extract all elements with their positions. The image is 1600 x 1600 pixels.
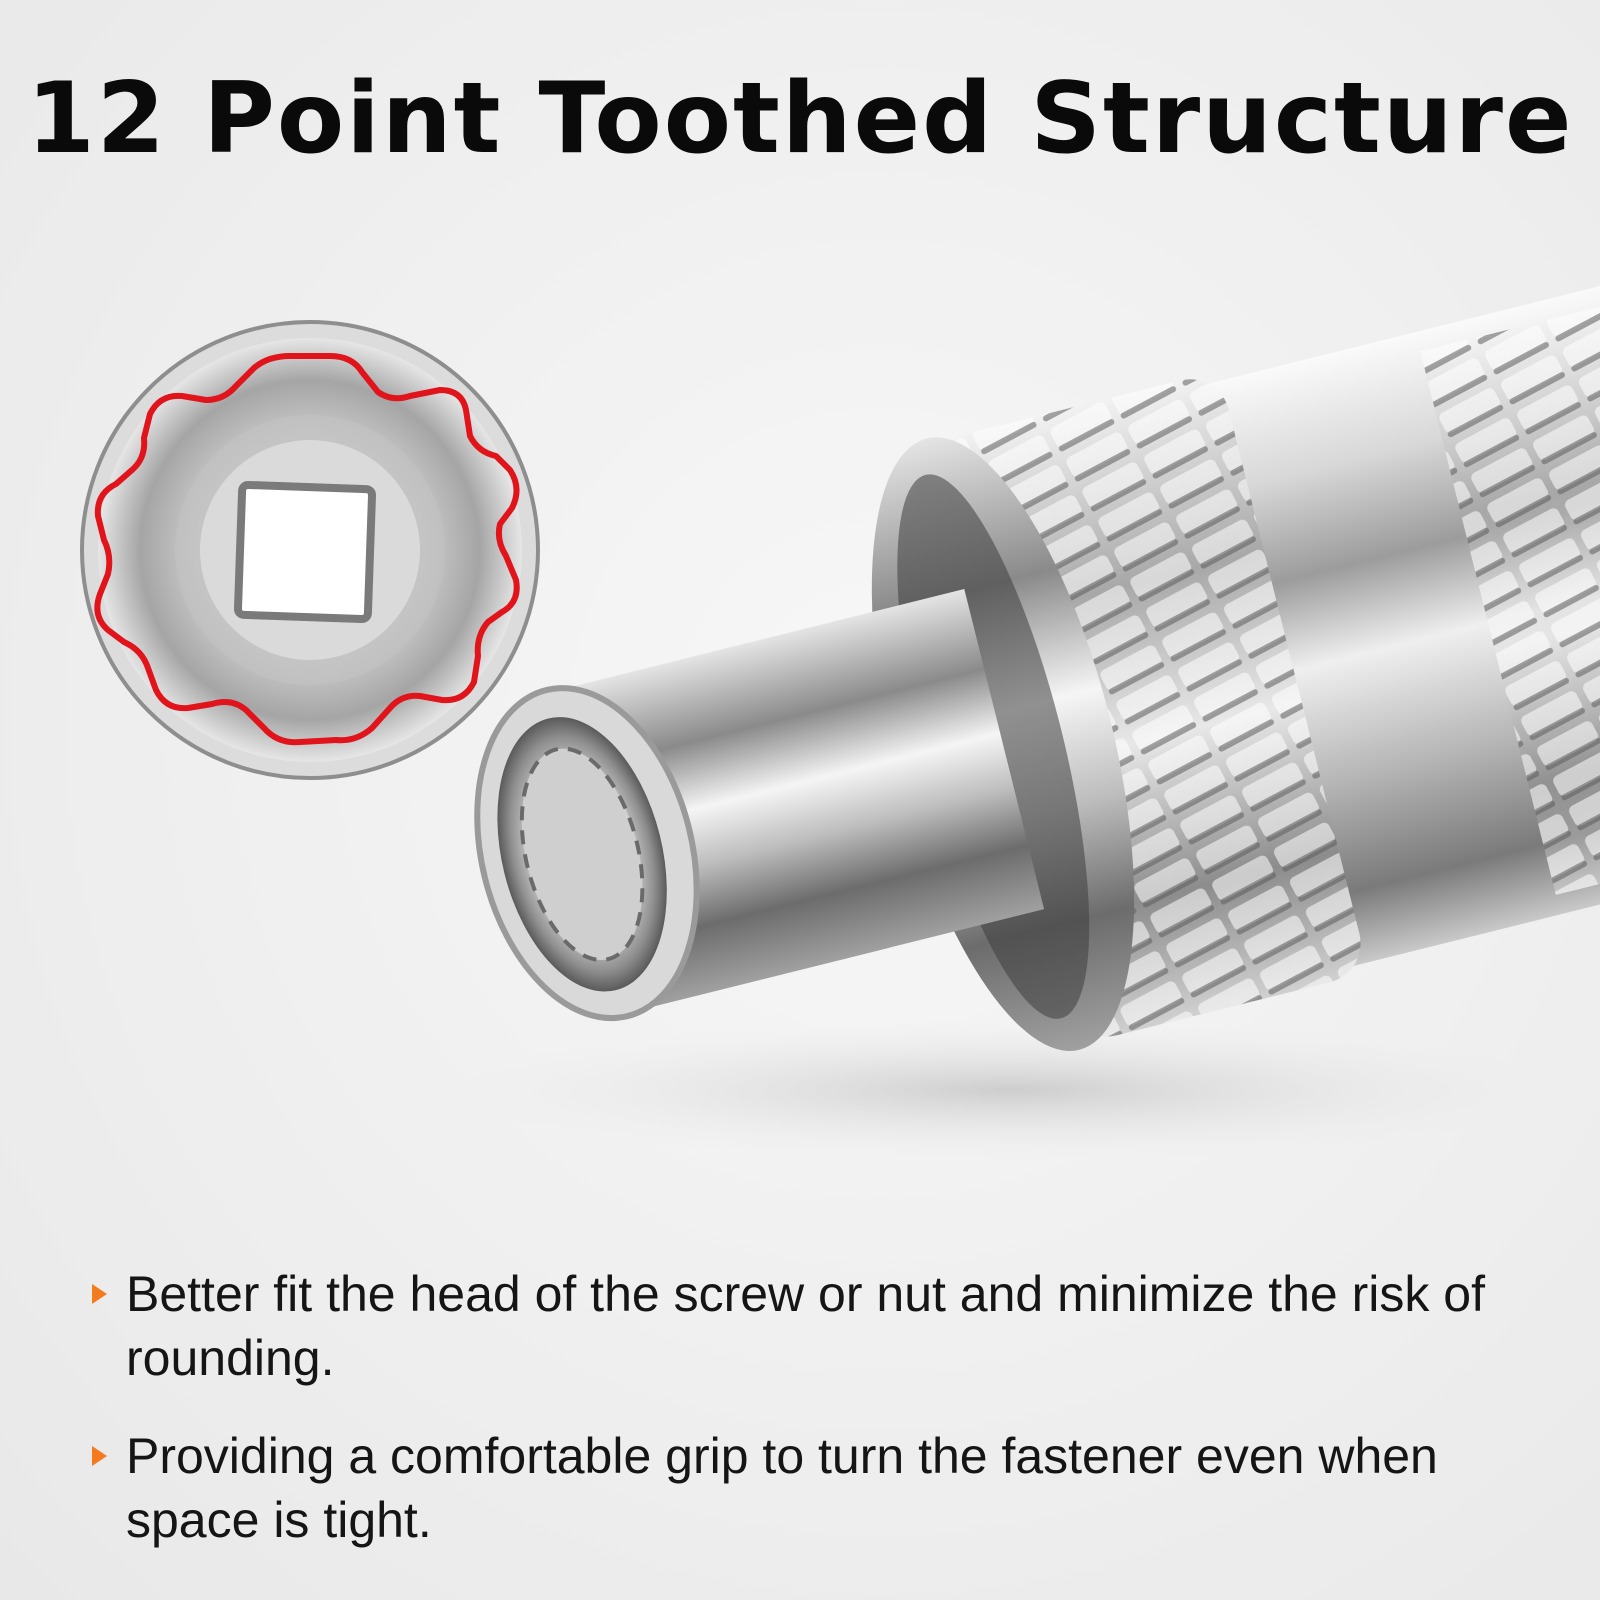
feature-list: Better fit the head of the screw or nut … [92, 1262, 1572, 1586]
feature-text: Providing a comfortable grip to turn the… [126, 1428, 1438, 1548]
feature-item: Better fit the head of the screw or nut … [92, 1262, 1572, 1390]
page-title: 12 Point Toothed Structure [26, 62, 1574, 176]
bullet-arrow-icon [92, 1446, 107, 1466]
bullet-arrow-icon [92, 1284, 107, 1304]
feature-item: Providing a comfortable grip to turn the… [92, 1424, 1572, 1552]
inset-socket-view [80, 320, 540, 780]
feature-text: Better fit the head of the screw or nut … [126, 1266, 1485, 1386]
